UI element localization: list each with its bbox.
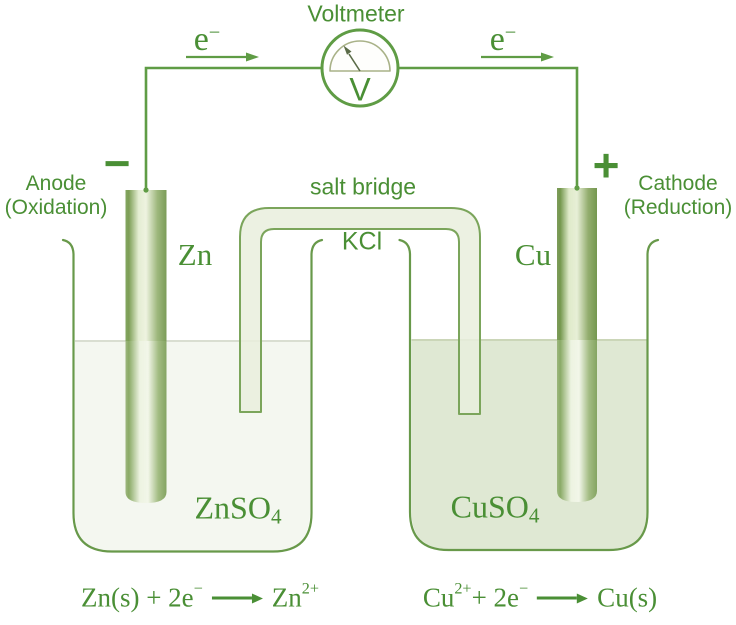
anode-eq-ion-charge: 2+ <box>301 579 320 598</box>
arrow-shaft <box>537 596 578 600</box>
wire-left <box>144 66 322 190</box>
electron-arrow-left-head <box>246 52 259 62</box>
copper-solution-label: CuSO4 <box>450 488 540 528</box>
cathode-eq-product: Cu(s) <box>597 582 658 613</box>
electron-left-base: e <box>193 21 209 58</box>
electron-right-base: e <box>489 21 505 58</box>
wire-zinc-junction <box>143 187 149 193</box>
anode-label: Anode (Oxidation) <box>5 172 108 220</box>
wire-copper-junction <box>574 185 580 191</box>
voltmeter-label: Voltmeter <box>307 0 405 27</box>
cathode-name: Cathode <box>638 172 718 195</box>
cathode-reaction-arrow <box>537 593 589 603</box>
right-beaker <box>398 238 660 552</box>
copper-solution-subscript: 4 <box>528 503 540 528</box>
electron-label-left: e− <box>194 21 221 59</box>
electron-right-charge: − <box>504 21 517 44</box>
copper-electrode-submerged <box>557 340 597 502</box>
cathode-polarity-sign: + <box>592 139 620 191</box>
copper-electrode-label: Cu <box>514 237 552 272</box>
salt-bridge-label: salt bridge <box>309 173 417 200</box>
arrow-head <box>577 593 589 603</box>
wire-right <box>398 66 579 188</box>
copper-electrode-upper <box>557 188 597 340</box>
zinc-solution-subscript: 4 <box>270 504 282 529</box>
anode-name: Anode <box>25 172 87 195</box>
arrow-shaft <box>211 596 252 600</box>
anode-eq-rhs: Zn <box>271 582 302 613</box>
anode-eq-electron-charge: − <box>193 579 203 598</box>
electron-arrow-right-head <box>541 52 554 62</box>
zinc-electrode-label: Zn <box>177 237 213 272</box>
cathode-eq-ion-charge: 2+ <box>454 579 472 598</box>
anode-polarity-sign: − <box>103 137 131 189</box>
zinc-solution-label: ZnSO4 <box>194 489 282 529</box>
anode-process: (Oxidation) <box>4 196 108 219</box>
salt-bridge-tube <box>239 207 481 415</box>
cathode-label: Cathode (Reduction) <box>624 172 733 220</box>
electron-left-charge: − <box>208 21 221 44</box>
voltmeter-needle-tip <box>343 45 352 55</box>
electron-label-right: e− <box>490 21 517 59</box>
zinc-electrode-submerged <box>125 341 167 503</box>
salt-bridge-electrolyte-label: KCl <box>341 227 383 256</box>
anode-reaction-arrow <box>211 593 263 603</box>
cathode-eq-electrons: + 2e <box>471 582 520 613</box>
left-beaker <box>61 238 324 553</box>
copper-solution-formula: CuSO <box>450 488 529 525</box>
voltmeter-unit-label: V <box>349 71 371 108</box>
cathode-eq-ion: Cu <box>422 582 455 613</box>
zinc-solution-formula: ZnSO <box>194 489 271 526</box>
cathode-eq-electron-charge: − <box>519 579 529 598</box>
arrow-head <box>251 593 263 603</box>
voltmeter-needle <box>348 53 361 72</box>
cathode-process: (Reduction) <box>623 196 733 219</box>
zinc-electrode-upper <box>125 190 167 341</box>
anode-eq-lhs: Zn(s) + 2e <box>80 582 194 613</box>
